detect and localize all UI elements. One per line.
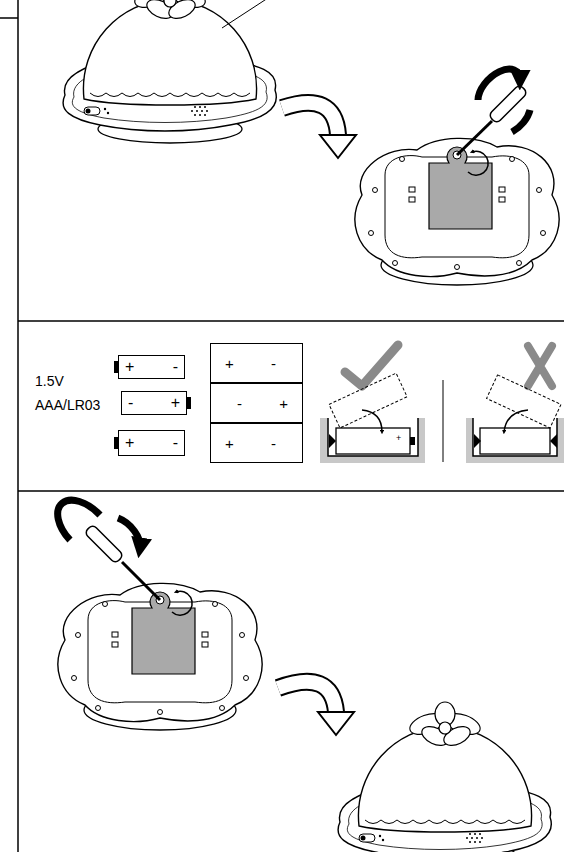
battery-icon: -+ [121,391,187,415]
polarity-sign: + [279,396,288,411]
toy-bottom-view [355,138,559,285]
polarity-sign: + [171,395,180,411]
correct-insertion [320,373,425,463]
polarity-sign: - [173,359,178,375]
polarity-mark: + [396,434,401,444]
battery-icon: +- [118,430,185,456]
toy-top-view [63,0,276,143]
correct-mark [345,345,398,386]
battery-slot: +- [210,343,303,383]
battery-type-label: AAA/LR03 [35,398,100,413]
screwdriver [457,69,530,175]
toy-top-view [338,702,551,852]
polarity-sign: - [173,435,178,451]
polarity-sign: + [225,436,234,451]
polarity-sign: - [271,436,276,451]
turn-over-arrow [278,682,354,735]
polarity-sign: - [271,356,276,371]
wrong-mark [528,346,552,386]
polarity-sign: + [125,359,134,375]
voltage-label: 1.5V [35,374,64,389]
turn-over-arrow [282,103,356,158]
battery-icon: +- [118,355,185,379]
battery-slot: -+ [210,383,303,423]
screwdriver [58,500,192,615]
polarity-sign: + [125,435,134,451]
polarity-sign: + [225,356,234,371]
wrong-insertion [466,375,564,463]
polarity-sign: - [237,396,242,411]
divider [443,380,444,462]
polarity-sign: - [128,395,133,411]
battery-slot: +- [210,423,303,463]
toy-bottom-view [58,583,262,730]
